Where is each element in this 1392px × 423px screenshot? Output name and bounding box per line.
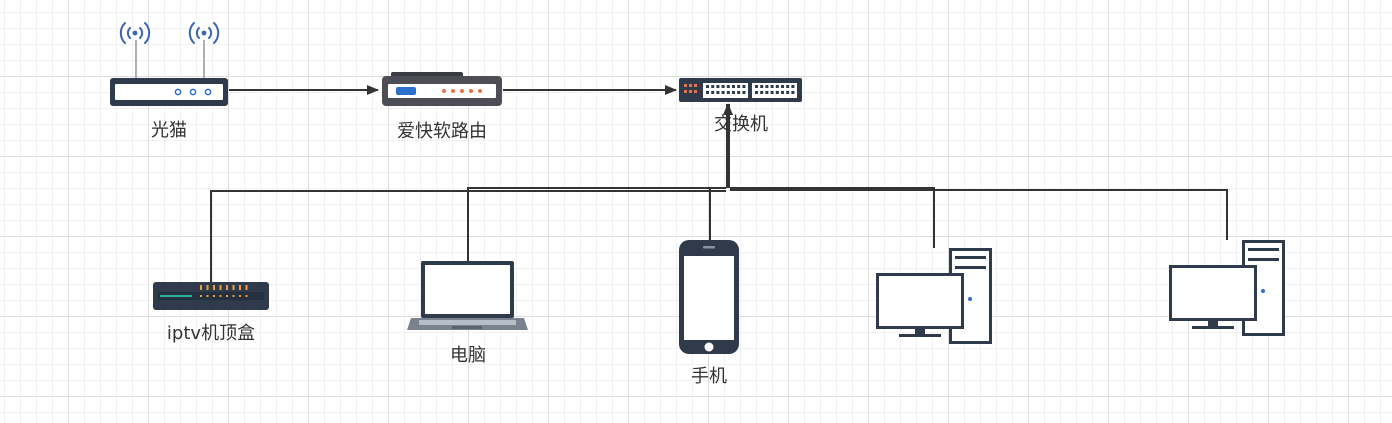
edge-desktop-2 — [730, 189, 1228, 240]
switch-port — [775, 91, 779, 94]
switch-port — [711, 91, 715, 94]
iptv-indicator — [226, 295, 228, 297]
switch-port — [781, 85, 784, 88]
switch-port — [706, 91, 709, 94]
iptv-led — [219, 285, 222, 290]
switch-label: 交换机 — [714, 114, 768, 135]
modem-icon[interactable] — [110, 22, 228, 106]
iptv-box-label: iptv机顶盒 — [166, 323, 256, 344]
switch-port — [716, 85, 720, 88]
iptv-led — [245, 285, 248, 290]
switch-port — [732, 91, 735, 94]
iptv-indicator — [245, 295, 248, 297]
router-icon[interactable] — [382, 72, 502, 106]
iptv-box-icon[interactable] — [153, 282, 269, 310]
switch-port — [711, 85, 715, 88]
switch-port — [742, 85, 746, 88]
connections — [210, 85, 1228, 282]
iptv-led — [239, 285, 241, 290]
switch-port — [742, 91, 746, 94]
switch-port — [765, 91, 769, 94]
laptop-icon[interactable] — [407, 261, 528, 330]
desktop-computer-icon-2[interactable] — [1169, 240, 1285, 336]
iptv-led — [213, 285, 215, 290]
iptv-indicator — [200, 295, 202, 297]
phone-icon[interactable] — [679, 240, 739, 354]
switch-port — [791, 85, 795, 88]
switch-port — [726, 85, 730, 88]
switch-port — [760, 85, 764, 88]
switch-port — [721, 91, 725, 94]
laptop-label: 电脑 — [450, 345, 486, 366]
iptv-indicator — [206, 295, 209, 297]
modem-label: 光猫 — [151, 120, 187, 141]
switch-port — [770, 91, 774, 94]
iptv-indicator — [213, 295, 215, 297]
iptv-indicator — [232, 295, 235, 297]
switch-port — [716, 91, 720, 94]
iptv-led — [232, 285, 235, 290]
switch-port — [791, 91, 795, 94]
iptv-led — [206, 285, 209, 290]
iptv-led — [226, 285, 228, 290]
switch-icon[interactable] — [679, 78, 802, 102]
switch-port — [786, 85, 790, 88]
switch-port — [770, 85, 774, 88]
edge-laptop — [467, 187, 726, 262]
switch-port — [706, 85, 709, 88]
switch-port — [732, 85, 735, 88]
wifi-signal-icon-left — [119, 22, 151, 44]
router-label: 爱快软路由 — [397, 121, 487, 142]
switch-port — [781, 91, 784, 94]
switch-port — [737, 91, 741, 94]
switch-port — [755, 85, 758, 88]
switch-port — [721, 85, 725, 88]
edge-iptv — [210, 190, 726, 282]
switch-port — [765, 85, 769, 88]
wifi-signal-icon-right — [188, 22, 220, 44]
switch-port — [786, 91, 790, 94]
desktop-computer-icon-1[interactable] — [876, 248, 992, 344]
iptv-indicator — [219, 295, 222, 297]
switch-port — [775, 85, 779, 88]
iptv-led — [200, 285, 202, 290]
switch-port — [726, 91, 730, 94]
switch-port — [737, 85, 741, 88]
switch-port — [760, 91, 764, 94]
edge-desktop-1 — [730, 187, 935, 248]
phone-label: 手机 — [691, 366, 727, 387]
iptv-indicator — [239, 295, 241, 297]
switch-port — [755, 91, 758, 94]
